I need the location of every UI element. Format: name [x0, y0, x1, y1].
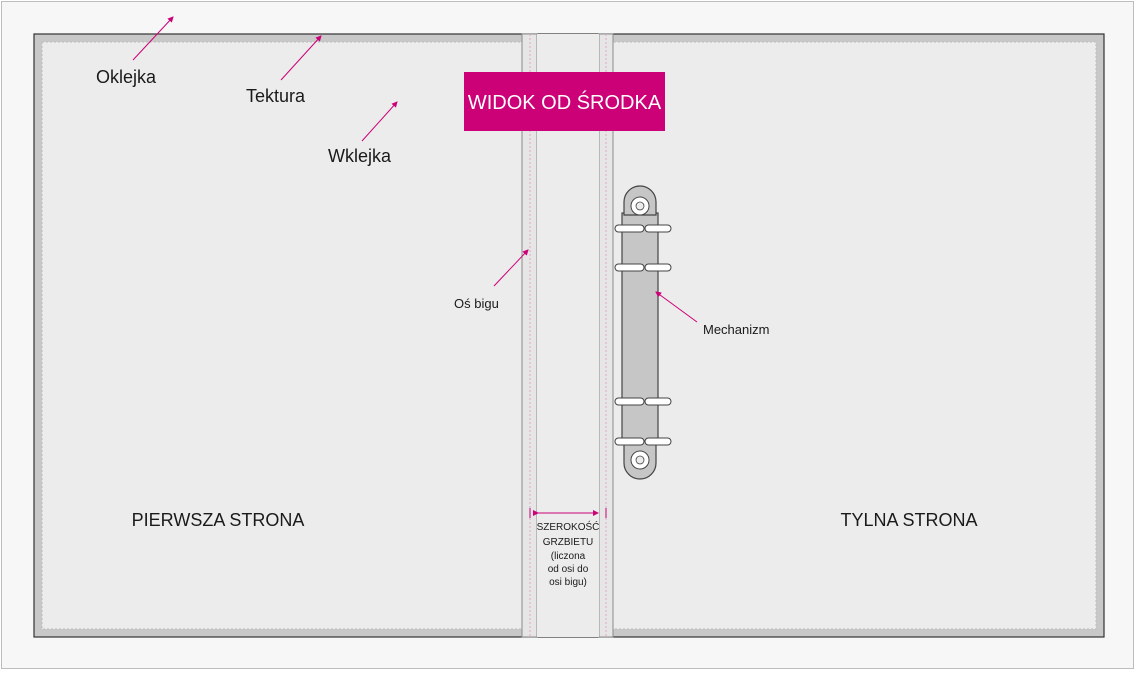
label-back-page: TYLNA STRONA [840, 510, 977, 530]
spine-note-line-3: (liczona [551, 551, 586, 562]
spine-center [537, 34, 599, 637]
spine-note-line-1: SZEROKOŚĆ [537, 520, 600, 533]
wklejka-arrow [361, 101, 398, 142]
label-tektura: Tektura [246, 86, 306, 106]
tektura-arrow [280, 35, 322, 81]
os-bigu-arrow [493, 249, 529, 287]
oklejka-arrow [132, 16, 174, 61]
label-mechanizm: Mechanizm [703, 322, 769, 337]
spine-note-line-4: od osi do [548, 564, 589, 575]
label-wklejka: Wklejka [328, 146, 392, 166]
spine-note-line-5: osi bigu) [549, 577, 587, 588]
label-first-page: PIERWSZA STRONA [132, 510, 305, 530]
title-badge-text: WIDOK OD ŚRODKA [468, 90, 662, 114]
title-badge [464, 72, 665, 131]
label-oklejka: Oklejka [96, 67, 157, 87]
mechanizm-arrow [655, 291, 698, 323]
label-os-bigu: Oś bigu [454, 296, 499, 311]
ring-mechanism [614, 185, 672, 480]
spine-note-line-2: GRZBIETU [543, 537, 594, 548]
